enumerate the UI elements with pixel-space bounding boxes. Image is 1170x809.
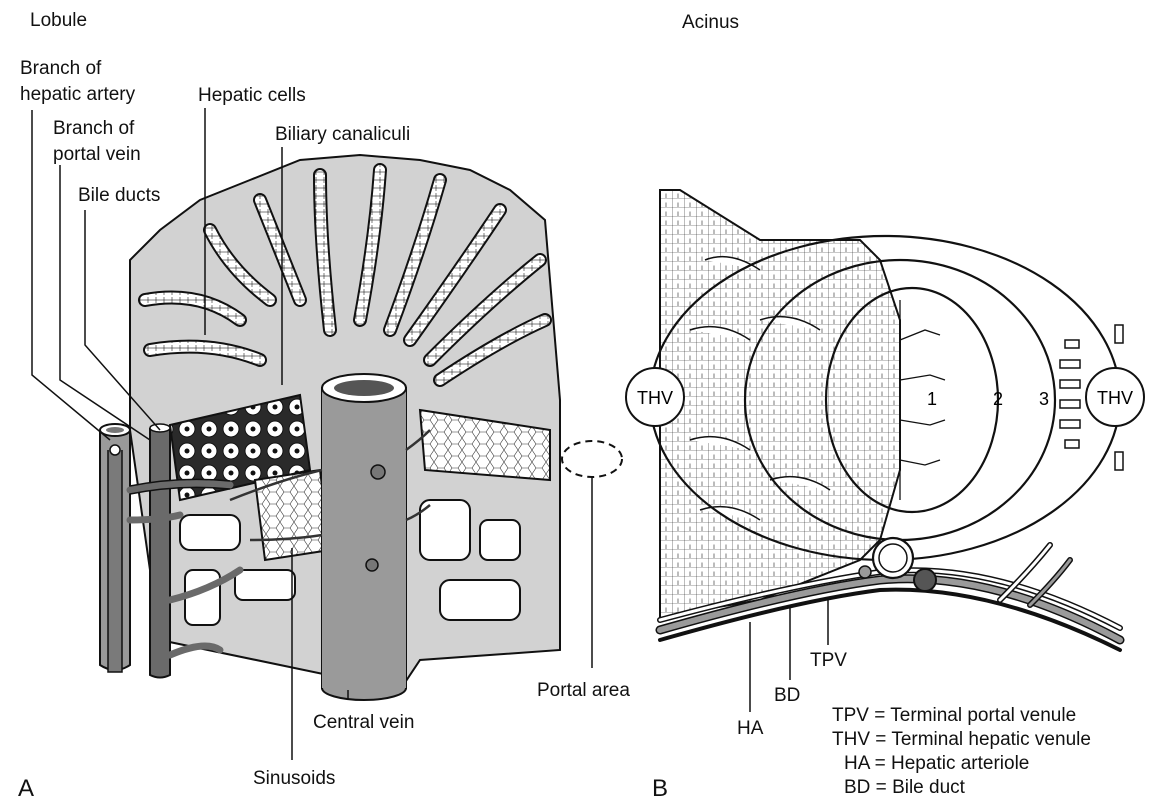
- legend-abbr: HA: [844, 753, 870, 774]
- sinusoids-label: Sinusoids: [253, 768, 336, 789]
- biliary-canaliculi-label: Biliary canaliculi: [275, 124, 411, 145]
- zone-1-label: 1: [927, 389, 937, 409]
- legend-text: Terminal portal venule: [890, 705, 1077, 726]
- bile-ducts-label: Bile ducts: [78, 185, 161, 206]
- legend-abbr: BD: [844, 777, 871, 798]
- lobule-drawing: [99, 153, 623, 701]
- portal-vein-label-line2: portal vein: [53, 144, 141, 165]
- legend-abbr: TPV: [832, 705, 869, 726]
- legend-sep: =: [870, 729, 892, 750]
- panel-b-letter: B: [652, 775, 669, 802]
- zone-3-label: 3: [1039, 389, 1049, 409]
- central-vein-label: Central vein: [313, 712, 415, 733]
- lobule-title: Lobule: [30, 10, 88, 31]
- lobule-leader-lines: [31, 108, 593, 760]
- legend-row-tpv: TPV = Terminal portal venule: [832, 704, 1091, 728]
- acinus-leader-lines: [749, 598, 829, 712]
- hepatic-artery-label-line1: Branch of: [20, 58, 102, 79]
- legend-sep: =: [868, 705, 891, 726]
- legend-sep: =: [870, 777, 893, 798]
- bd-label: BD: [774, 685, 801, 706]
- ha-label: HA: [737, 718, 764, 739]
- acinus-drawing: [625, 189, 1145, 652]
- tpv-label: TPV: [810, 650, 847, 671]
- hepatic-artery-label-line2: hepatic artery: [20, 84, 136, 105]
- zone-2-label: 2: [993, 389, 1003, 409]
- portal-area-label: Portal area: [537, 680, 630, 701]
- panel-a-letter: A: [18, 775, 35, 802]
- thv-left-label: THV: [637, 388, 673, 408]
- abbreviation-legend: TPV = Terminal portal venule THV = Termi…: [832, 704, 1091, 800]
- portal-vein-label-line1: Branch of: [53, 118, 135, 139]
- legend-row-ha: HA = Hepatic arteriole: [832, 752, 1091, 776]
- legend-text: Bile duct: [892, 777, 965, 798]
- thv-right-label: THV: [1097, 388, 1133, 408]
- legend-row-thv: THV = Terminal hepatic venule: [832, 728, 1091, 752]
- legend-sep: =: [869, 753, 892, 774]
- legend-text: Hepatic arteriole: [891, 753, 1030, 774]
- legend-text: Terminal hepatic venule: [891, 729, 1091, 750]
- acinus-title: Acinus: [682, 12, 740, 33]
- legend-row-bd: BD = Bile duct: [832, 776, 1091, 800]
- hepatic-cells-label: Hepatic cells: [198, 85, 306, 106]
- legend-abbr: THV: [832, 729, 870, 750]
